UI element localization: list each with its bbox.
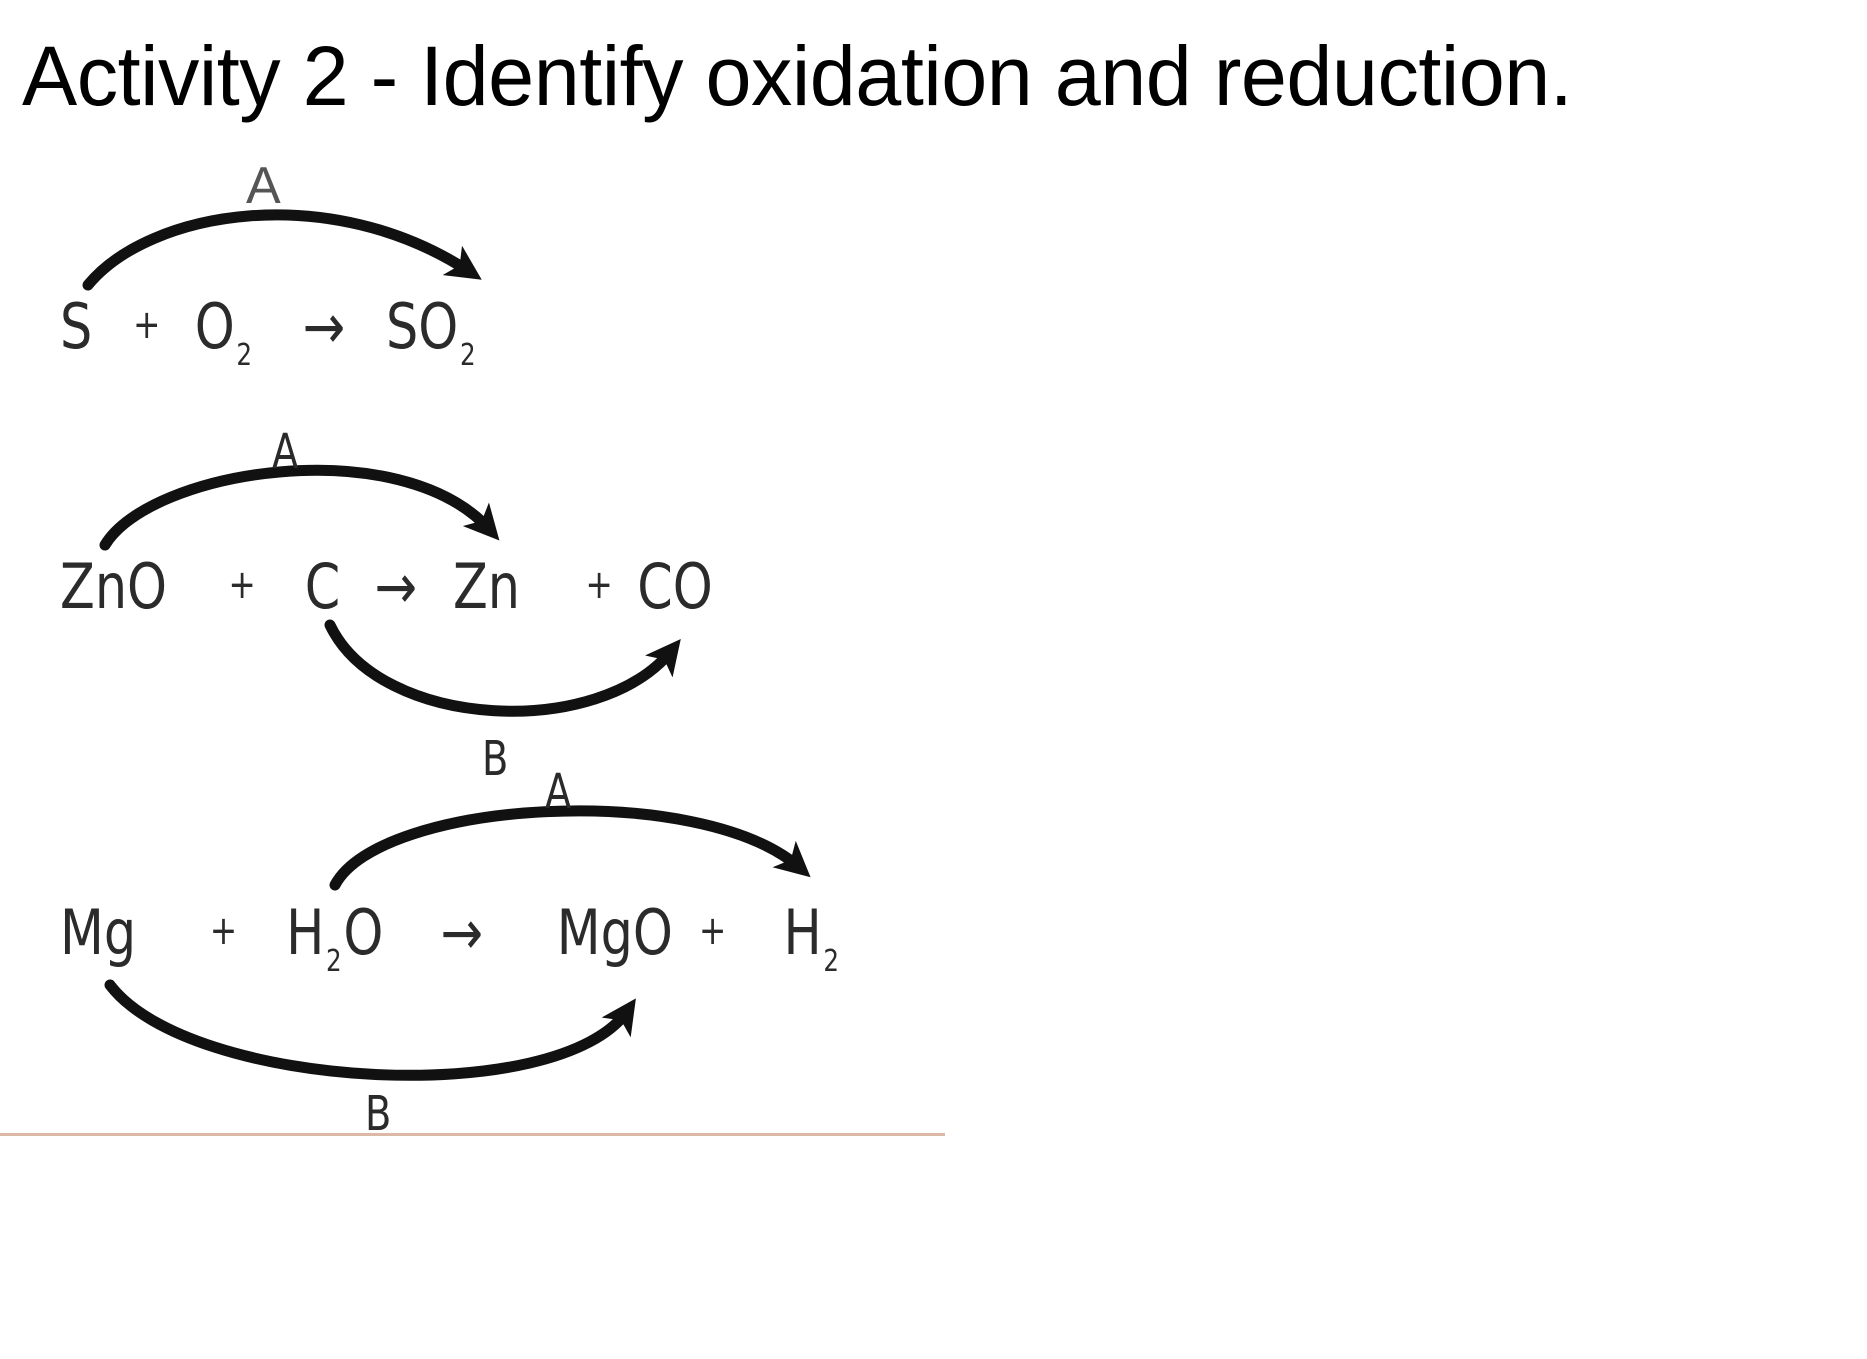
equation-1: S + O2 → SO2 (60, 296, 477, 371)
slide-title: Activity 2 - Identify oxidation and redu… (22, 29, 1573, 123)
product: H2 (783, 896, 840, 979)
reactant: S (60, 290, 93, 363)
equation-2: ZnO + C → Zn + CO (60, 556, 713, 618)
arc-label-a: A (272, 424, 299, 480)
product: CO (637, 550, 713, 623)
reactant: H2O (286, 896, 384, 979)
reaction-arrow-icon: → (440, 896, 484, 969)
arc-arrow-icon (99, 464, 500, 551)
plus-sign: + (133, 302, 161, 348)
arc-label-b: B (482, 731, 509, 787)
plus-sign: + (698, 908, 727, 954)
divider-line (0, 1133, 945, 1136)
reactant: ZnO (60, 550, 168, 623)
reactant: O2 (194, 290, 253, 373)
arc-label-b: B (365, 1086, 392, 1142)
reactant: Mg (60, 896, 137, 969)
equation-3: Mg + H2O → MgO + H2 (60, 902, 841, 977)
reactant: C (304, 550, 341, 623)
reaction-arrow-icon: → (302, 290, 346, 363)
arc-label-a: A (545, 764, 572, 820)
product: MgO (556, 896, 673, 969)
plus-sign: + (585, 562, 613, 608)
arc-label-a: A (246, 157, 281, 215)
arc-arrow-icon (104, 979, 636, 1081)
reaction-arrow-icon: → (374, 550, 418, 623)
product: Zn (452, 550, 521, 623)
arc-arrow-icon (82, 209, 482, 291)
product: SO2 (386, 290, 476, 373)
arc-arrow-icon (324, 619, 681, 717)
arc-arrow-icon (329, 805, 811, 891)
plus-sign: + (209, 908, 238, 954)
plus-sign: + (228, 562, 256, 608)
